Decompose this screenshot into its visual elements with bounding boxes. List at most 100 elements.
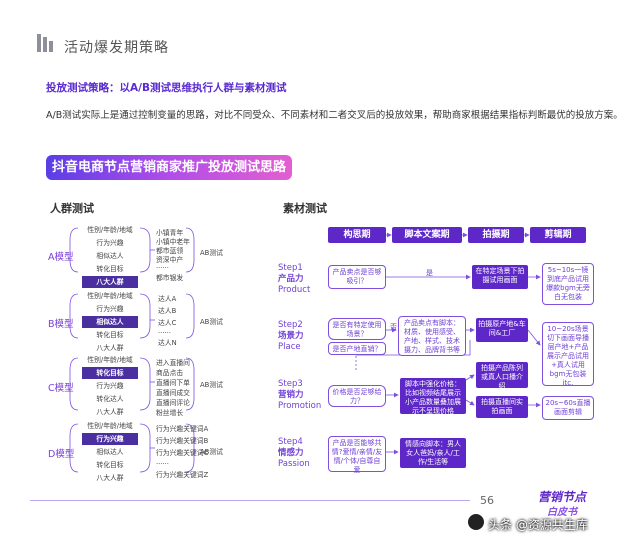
model-c-label: C模型 <box>48 383 74 394</box>
list-item: 资深中产 <box>156 256 184 264</box>
s2-origin-question-box: 是否产地直销？ <box>328 342 386 355</box>
list-item: 八大人群 <box>96 408 124 416</box>
list-item: 达人A <box>158 295 177 303</box>
model-b-ab-label: AB测试 <box>200 318 223 326</box>
list-item: 行为兴趣 <box>96 382 124 390</box>
header-bar-2 <box>43 37 47 52</box>
step3-label: Step3 营销力 Promotion <box>278 379 321 412</box>
step-number: Step2 <box>278 320 303 330</box>
list-item: 八大人群 <box>96 474 124 482</box>
list-item: 行为兴趣关键词C <box>156 449 209 457</box>
step-cn: 情感力 <box>278 448 304 458</box>
header-bar-1 <box>37 34 41 52</box>
list-item: ...... <box>158 327 171 335</box>
s1-yes-label: 是 <box>426 269 433 277</box>
step-cn: 场景力 <box>278 331 304 341</box>
watermark-text: 头条 @资源共生库 <box>488 518 588 532</box>
list-item: 直播间下单 <box>156 379 190 387</box>
s2-script-box: 产品卖点有脚本：材质、使用感受、产地、样式、技术摄力、品牌背书等 <box>398 316 466 356</box>
list-item: 转化目标 <box>96 331 124 339</box>
header-bar-3 <box>49 41 53 52</box>
model-c-left-list: 性别/年龄/地域 转化目标 行为兴趣 转化达人 八大人群 <box>78 354 138 418</box>
s4-script-box: 情感向脚本：男人女人爸妈/亲人/工作/生活等 <box>400 438 466 468</box>
whitepaper-logo: 营销节点 白皮书 <box>512 488 612 520</box>
s1-question-box: 产品卖点是否够吸引？ <box>328 265 386 289</box>
list-item: 相似达人 <box>96 448 124 456</box>
s1-edit-box: 5s~10s一镜到底产品试用爆款bgm无旁白无包装 <box>542 263 594 305</box>
list-item: 行为兴趣 <box>96 305 124 313</box>
s3-shoot1-box: 拍摄产品陈列或真人口播介绍 <box>476 362 528 390</box>
list-item: 都市蓝领 <box>156 247 184 255</box>
list-item: 都市银发 <box>156 274 184 282</box>
model-d-left-list: 性别/年龄/地域 行为兴趣 相似达人 转化目标 八大人群 <box>78 420 138 484</box>
step2-label: Step2 场景力 Place <box>278 320 304 353</box>
list-item: 小镇青年 <box>156 229 184 237</box>
model-c-ab-label: AB测试 <box>200 381 223 389</box>
model-d-ab-label: AB测试 <box>200 448 223 456</box>
list-item-highlighted: 相似达人 <box>82 316 138 328</box>
list-item: 转化目标 <box>96 461 124 469</box>
model-a-left-list: 性别/年龄/地域 行为兴趣 相似达人 转化目标 八大人群 <box>78 224 138 288</box>
list-item: 达人C <box>158 319 177 327</box>
s2-question-box: 是否有特定使用场景？ <box>328 318 386 340</box>
step-en: Product <box>278 285 311 295</box>
step-en: Passion <box>278 459 310 469</box>
list-item: 行为兴趣关键词Z <box>156 471 209 479</box>
step-number: Step1 <box>278 263 303 273</box>
model-d-label: D模型 <box>48 449 75 460</box>
list-item: 小镇中老年 <box>156 238 190 246</box>
list-item-highlighted: 转化目标 <box>82 367 138 379</box>
list-item: 行为兴趣关键词A <box>156 425 209 433</box>
phase-editing: 剪辑期 <box>530 227 586 243</box>
step1-label: Step1 产品力 Product <box>278 263 310 296</box>
logo-line2: 白皮书 <box>547 507 577 518</box>
model-b-left-list: 性别/年龄/地域 行为兴趣 相似达人 转化目标 八大人群 <box>78 290 138 354</box>
section-description: A/B测试实际上是通过控制变量的思路，对比不同受众、不同素材和二者交叉后的投放效… <box>46 110 623 121</box>
list-item: 商品点击 <box>156 369 184 377</box>
step-en: Promotion <box>278 401 322 411</box>
list-item: 性别/年龄/地域 <box>87 356 133 364</box>
step4-label: Step4 情感力 Passion <box>278 437 310 470</box>
s1-shoot-box: 在特定场景下拍摄试用画面 <box>472 265 528 289</box>
audience-test-title: 人群测试 <box>50 202 94 215</box>
list-item-highlighted: 行为兴趣 <box>82 433 138 445</box>
list-item: 进入直播间 <box>156 359 190 367</box>
list-item: 转化目标 <box>96 265 124 273</box>
step-number: Step4 <box>278 437 303 447</box>
audience-connectors <box>69 227 195 473</box>
section-subtitle: 投放测试策略：以A/B测试思维执行人群与素材测试 <box>46 82 287 94</box>
banner-title: 抖音电商节点营销商家推广投放测试思路 <box>46 155 292 180</box>
list-item: 相似达人 <box>96 252 124 260</box>
s3-question-box: 价格是否足够给力？ <box>328 385 386 407</box>
s3-shoot2-box: 拍摄直播间实拍画面 <box>476 396 528 418</box>
list-item: 达人N <box>158 339 177 347</box>
phase-shooting: 拍摄期 <box>468 227 524 243</box>
phase-script: 脚本文案期 <box>392 227 462 243</box>
page-number: 56 <box>480 494 494 507</box>
phase-ideation: 构思期 <box>328 227 386 243</box>
list-item: ...... <box>156 262 169 270</box>
step-cn: 营销力 <box>278 390 304 400</box>
list-item: 达人B <box>158 307 177 315</box>
list-item: 行为兴趣 <box>96 239 124 247</box>
s3-script-box: 脚本中强化价格：比如视频结尾展示小产品数量叠加展示不呈现价格 <box>400 378 466 415</box>
list-item: 性别/年龄/地域 <box>87 226 133 234</box>
s2-edit-box: 10~20s场景切下画面导播层产地+产品展示产品试用+真人试用bgm无包装itc… <box>542 322 594 387</box>
footer-divider <box>30 500 470 501</box>
list-item: 直播间成交 <box>156 389 190 397</box>
list-item: 转化达人 <box>96 395 124 403</box>
s2-shoot-box: 拍摄原产地&车间&工厂 <box>476 318 528 342</box>
list-item: 八大人群 <box>96 344 124 352</box>
model-a-ab-label: AB测试 <box>200 249 223 257</box>
material-connectors <box>355 232 541 455</box>
model-a-label: A模型 <box>48 252 74 263</box>
list-item: 行为兴趣关键词B <box>156 437 209 445</box>
list-item: ...... <box>156 458 169 466</box>
s2-no-label: 否 <box>390 323 397 331</box>
list-item: 粉丝增长 <box>156 409 184 417</box>
list-item: 性别/年龄/地域 <box>87 292 133 300</box>
list-item-highlighted: 八大人群 <box>82 276 138 288</box>
step-en: Place <box>278 342 301 352</box>
watermark-icon <box>468 514 484 530</box>
list-item: 性别/年龄/地域 <box>87 422 133 430</box>
